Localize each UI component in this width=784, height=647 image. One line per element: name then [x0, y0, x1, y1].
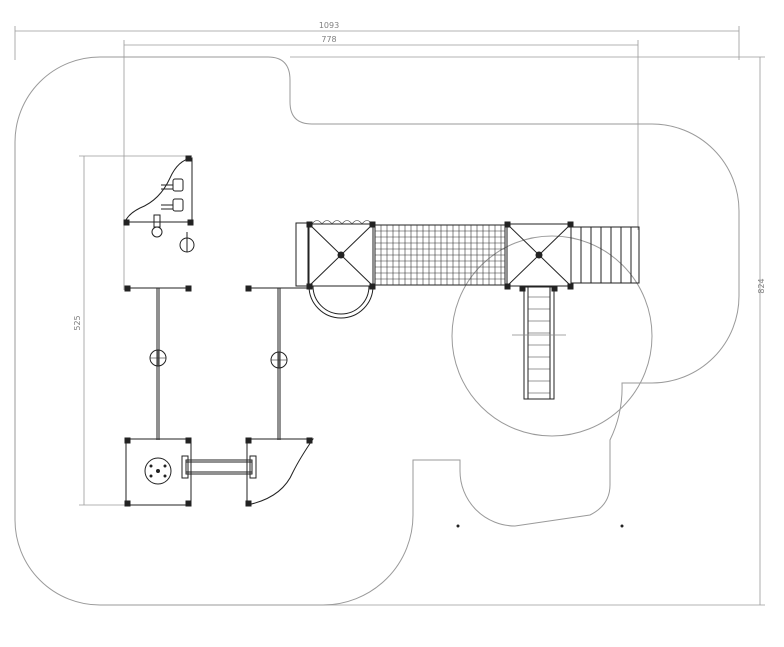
bottom-middle-platform	[245, 437, 314, 507]
slide-rungs	[528, 296, 550, 394]
slide	[512, 285, 566, 400]
post-cap	[124, 437, 131, 444]
bridge-bracket	[181, 455, 189, 479]
dimension-label-overall-depth: 824	[757, 278, 766, 293]
dimension-overall-depth: 824	[290, 56, 766, 606]
roof-peak	[337, 251, 345, 259]
post-cap	[185, 500, 192, 507]
panel-bolt	[156, 469, 160, 473]
post-cap	[369, 283, 376, 290]
safety-zone-outline	[14, 56, 740, 606]
dimension-label-structure-width: 778	[321, 35, 336, 44]
curved-platform-outline	[246, 438, 314, 506]
left-bar-frame	[124, 285, 192, 440]
wheel-stem	[153, 214, 161, 228]
panel-platform	[123, 155, 195, 253]
post-cap	[504, 221, 511, 228]
post-cap	[124, 285, 131, 292]
slide-safety-circle	[451, 235, 653, 437]
middle-bar-frame	[245, 285, 310, 440]
panel-bolt	[163, 474, 167, 478]
crawl-arch-inner	[312, 285, 370, 315]
post-cap	[306, 221, 313, 228]
dimension-structure-depth: 525	[73, 155, 192, 506]
panel-letter-block	[172, 198, 184, 212]
bottom-left-platform	[124, 437, 192, 507]
net-grid	[375, 225, 505, 285]
post-cap	[306, 437, 313, 444]
tower-two	[504, 221, 574, 290]
slide-frame	[523, 286, 555, 400]
crawl-arch	[308, 285, 374, 319]
post-cap	[306, 283, 313, 290]
net-bridge	[374, 224, 506, 286]
post-cap	[519, 285, 526, 292]
bridge-bracket	[249, 455, 257, 479]
panel-bolt	[149, 464, 153, 468]
bridge-deck	[185, 459, 253, 475]
post-cap	[185, 155, 192, 162]
post-cap	[567, 221, 574, 228]
roof-peak	[535, 251, 543, 259]
post-cap	[567, 283, 574, 290]
tower-roof	[308, 223, 374, 287]
post-cap	[185, 437, 192, 444]
boundary-marker	[456, 524, 460, 528]
panel-outline	[124, 157, 193, 223]
post-cap	[124, 500, 131, 507]
post-cap	[245, 285, 252, 292]
panel-bolt	[163, 464, 167, 468]
post-cap	[245, 500, 252, 507]
dimension-label-overall-width: 1093	[319, 21, 339, 30]
boundary-marker	[620, 524, 624, 528]
post-cap	[504, 283, 511, 290]
post-cap	[185, 285, 192, 292]
ramp-slats	[580, 227, 632, 283]
side-panel	[295, 222, 309, 287]
post-cap	[187, 219, 194, 226]
dimension-structure-width: 778	[123, 35, 639, 290]
steering-wheel	[151, 226, 163, 238]
panel-bolt	[149, 474, 153, 478]
post-cap	[245, 437, 252, 444]
dimension-label-structure-depth: 525	[73, 315, 82, 330]
panel-letter-block	[172, 178, 184, 192]
dimension-overall-width: 1093	[14, 21, 740, 60]
post-cap	[551, 285, 558, 292]
post-cap	[369, 221, 376, 228]
connecting-bridge	[181, 455, 257, 479]
ramp-frame	[570, 226, 640, 284]
round-panel	[144, 457, 172, 485]
safety-zone	[14, 56, 740, 606]
roof-ornament	[311, 220, 373, 225]
post-cap	[123, 219, 130, 226]
tower-one	[295, 220, 376, 319]
step-ramp	[570, 226, 640, 284]
